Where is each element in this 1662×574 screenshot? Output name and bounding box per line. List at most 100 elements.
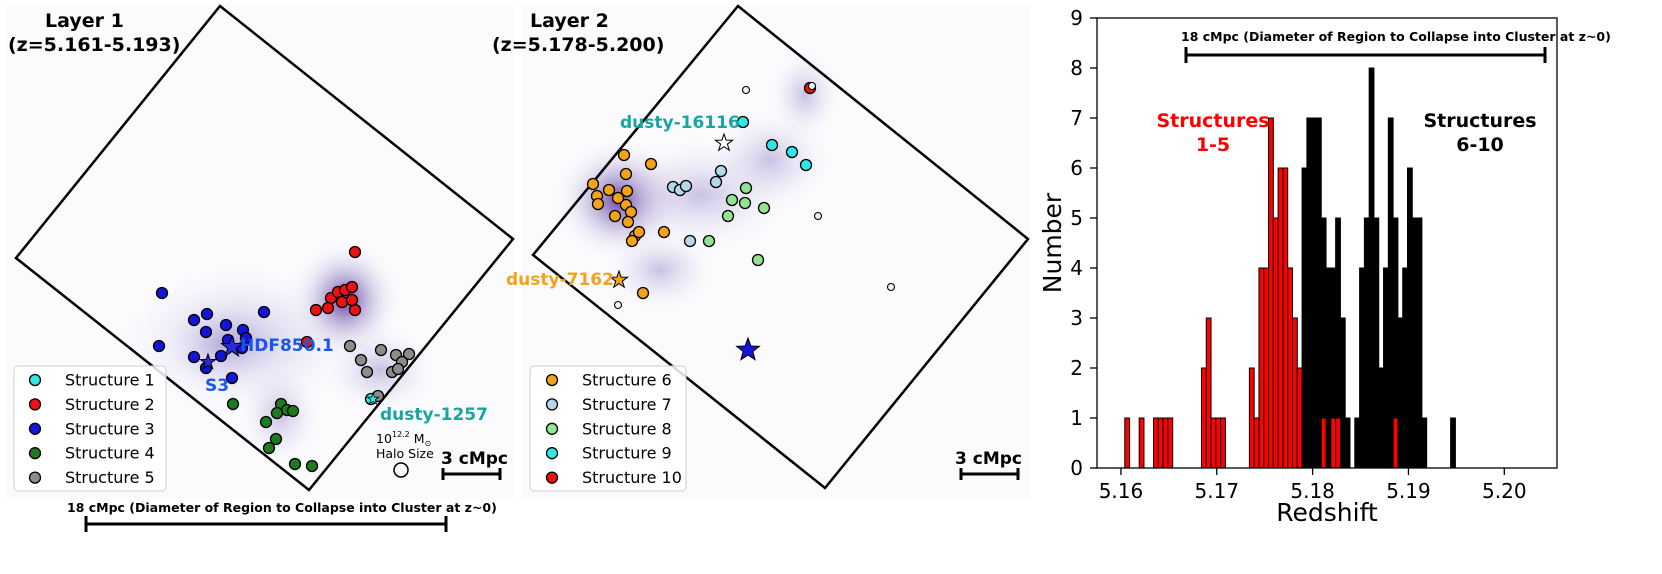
- y-tick-label: 2: [1070, 356, 1083, 380]
- layer2-point-structure-6: [636, 286, 650, 300]
- layer1-point-structure-3: [187, 350, 201, 364]
- label-dusty-1257: dusty-1257: [380, 405, 488, 425]
- layer1-point-structure-3: [219, 318, 233, 332]
- y-axis-label: Number: [1038, 192, 1067, 293]
- histogram-axes-frame: [1096, 17, 1558, 469]
- hist-bar-structures-1-5: [1205, 317, 1212, 469]
- layer2-minor-point: [813, 211, 823, 221]
- layer2-minor-point: [613, 300, 623, 310]
- label-hdf850: HDF850.1: [240, 336, 334, 356]
- halo-size-label: Halo Size: [376, 446, 434, 461]
- hist-bar-structures-6-10: [1378, 367, 1385, 469]
- layer2-point-structure-6: [591, 197, 605, 211]
- layer1-point-structure-5: [391, 362, 405, 376]
- hdf850-star-marker: [220, 334, 244, 358]
- layer1-point-structure-4: [259, 415, 273, 429]
- y-tick-label: 7: [1070, 106, 1083, 130]
- label-structures-6-10-line2: 6-10: [1456, 134, 1504, 156]
- layer2-point-structure-6: [644, 157, 658, 171]
- layer2-point-structure-6: [619, 167, 633, 181]
- layer1-point-structure-5: [402, 347, 416, 361]
- hist-bar-structures-1-5: [1282, 167, 1289, 469]
- layer2-subtitle: (z=5.178-5.200): [492, 34, 664, 56]
- layer1-legend-label: Structure 1: [65, 371, 155, 390]
- layer1-point-structure-4: [288, 457, 302, 471]
- hist-bar-structures-6-10: [1373, 217, 1380, 469]
- layer1-point-structure-5: [343, 339, 357, 353]
- layer2-legend-marker: [545, 373, 559, 387]
- hist-bar-structures-6-10: [1397, 317, 1404, 469]
- layer2-point-structure-6: [608, 209, 622, 223]
- layer1-point-structure-3: [225, 371, 239, 385]
- layer2-legend-marker: [545, 422, 559, 435]
- layer2-point-structure-6: [621, 215, 635, 229]
- layer1-legend-marker: [28, 422, 42, 435]
- halo-mass-label: 1012.2 M⊙: [376, 430, 431, 448]
- hist-bar-structures-6-10: [1450, 417, 1456, 469]
- hist-bar-structures-1-5: [1215, 417, 1222, 469]
- layer2-point-structure-9: [765, 138, 779, 152]
- layer1-region-bar: [84, 516, 448, 532]
- histogram-region-bar-label: 18 cMpc (Diameter of Region to Collapse …: [1181, 29, 1611, 44]
- layer1-point-structure-2: [300, 335, 314, 349]
- y-tick-label: 8: [1070, 56, 1083, 80]
- x-tick-label: 5.20: [1482, 479, 1527, 503]
- layer1-point-structure-3: [199, 325, 213, 339]
- hist-bar-structures-1-5: [1330, 417, 1337, 469]
- layer1-point-structure-2: [345, 280, 359, 294]
- hist-bar-structures-1-5: [1220, 417, 1226, 469]
- histogram-region-bar: [1184, 47, 1547, 63]
- layer2-point-structure-8: [725, 193, 739, 207]
- y-tick-label: 9: [1070, 6, 1083, 30]
- layer1-scale-label: 3 cMpc: [441, 449, 508, 469]
- layer2-point-structure-8: [757, 201, 771, 215]
- hist-bar-structures-1-5: [1263, 267, 1270, 469]
- layer1-panel: Layer 1 (z=5.161-5.193) HDF850.1 S3 dust…: [6, 4, 515, 532]
- hist-bar-structures-1-5: [1210, 417, 1217, 469]
- layer1-legend-label: Structure 2: [65, 395, 155, 414]
- layer1-point-structure-5: [354, 353, 368, 367]
- layer2-legend-label: Structure 7: [582, 395, 672, 414]
- hist-bar-structures-6-10: [1344, 417, 1351, 469]
- hist-bar-structures-6-10: [1306, 117, 1313, 469]
- layer2-minor-point: [741, 85, 751, 95]
- histogram-bars: [1124, 67, 1456, 469]
- hist-bar-structures-1-5: [1162, 417, 1169, 469]
- x-tick-label: 5.17: [1195, 479, 1240, 503]
- hist-bar-structures-6-10: [1411, 217, 1418, 469]
- layer2-legend-marker: [545, 398, 559, 411]
- layer2-minor-point: [807, 81, 817, 91]
- hist-bar-structures-1-5: [1335, 417, 1341, 469]
- layer1-point-structure-3: [257, 305, 271, 319]
- dusty-1257-star-marker: [366, 391, 380, 405]
- layer2-point-structure-6: [602, 183, 616, 197]
- layer1-point-structure-2: [348, 245, 362, 259]
- hist-bar-structures-1-5: [1296, 367, 1303, 469]
- y-tick-label: 3: [1070, 306, 1083, 330]
- hist-bar-structures-6-10: [1301, 167, 1308, 469]
- layer1-point-structure-5: [374, 343, 388, 357]
- layer1-legend-marker: [28, 447, 42, 460]
- y-tick-label: 4: [1070, 256, 1083, 280]
- layer2-point-structure-6: [620, 184, 634, 198]
- layer2-point-structure-6: [624, 205, 638, 219]
- layer2-point-structure-9: [736, 115, 750, 129]
- hist-bar-structures-1-5: [1268, 117, 1274, 469]
- dusty-7162-star-marker: [608, 269, 630, 289]
- layer2-legend-marker: [545, 447, 559, 460]
- layer2-points: [586, 81, 896, 361]
- layer1-point-structure-2: [335, 295, 349, 309]
- hist-bar-structures-1-5: [1157, 417, 1164, 469]
- layer2-point-structure-7: [714, 164, 728, 178]
- layer2-point-structure-6: [657, 225, 671, 239]
- label-dusty-16116: dusty-16116: [620, 113, 740, 133]
- layer2-panel: Layer 2 (z=5.178-5.200) dusty-16116 dust…: [492, 4, 1030, 500]
- label-dusty-7162: dusty-7162: [506, 270, 614, 290]
- layer1-point-structure-4: [262, 441, 276, 455]
- hist-bar-structures-1-5: [1272, 217, 1279, 469]
- label-structures-1-5-line2: 1-5: [1196, 134, 1230, 156]
- hist-bar-structures-6-10: [1359, 267, 1365, 469]
- hist-bar-structures-6-10: [1387, 117, 1394, 469]
